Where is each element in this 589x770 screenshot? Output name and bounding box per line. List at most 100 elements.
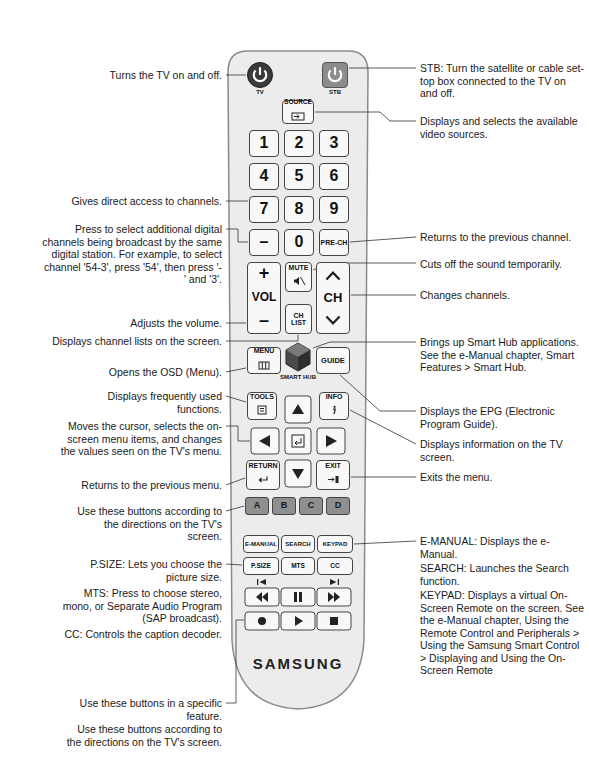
remote-button: TV <box>247 62 273 88</box>
button-icon <box>323 63 347 87</box>
button-label: – <box>260 234 269 251</box>
leader-lines <box>226 506 244 511</box>
leader-lines <box>349 68 416 69</box>
button-icon <box>326 316 339 323</box>
remote-button: 3 <box>319 130 349 157</box>
button-icon <box>260 411 264 412</box>
remote-button: P.SIZE <box>243 557 279 575</box>
button-icon <box>326 470 340 488</box>
callout-text: Use these buttons according to the direc… <box>72 505 222 543</box>
remote-button: E-MANUAL <box>243 535 279 553</box>
media-buttons <box>245 612 279 630</box>
callout-text: Cuts off the sound temporarily. <box>420 258 585 271</box>
leader-lines <box>350 410 416 444</box>
remote-button: CH LIST <box>285 304 312 334</box>
leader-lines <box>226 68 416 703</box>
remote-button: 9 <box>319 196 349 223</box>
button-icon <box>328 478 334 482</box>
callout-text: Moves the cursor, selects the on-screen … <box>57 420 222 458</box>
button-icon <box>259 67 261 75</box>
remote-button: CH <box>316 262 350 334</box>
leader-lines <box>226 323 246 324</box>
callout-text: STB: Turn the satellite or cable set-top… <box>420 62 585 100</box>
button-label: 5 <box>295 168 304 185</box>
button-icon <box>326 273 339 280</box>
media-buttons <box>317 588 351 606</box>
button-icon <box>255 405 269 415</box>
callout-text: MTS: Press to choose stereo, mono, or Se… <box>62 587 222 625</box>
remote-button: INFO <box>319 392 349 420</box>
button-icon <box>248 63 272 87</box>
callout-text: Displays information on the TV screen. <box>420 438 585 463</box>
dpad-arrows <box>326 435 337 447</box>
remote-button: 6 <box>319 163 349 190</box>
remote-button: A <box>245 497 269 515</box>
remote-button: 4 <box>249 163 279 190</box>
button-label: SEARCH <box>285 541 310 547</box>
leader-lines <box>351 477 416 478</box>
button-icon <box>327 405 341 415</box>
remote-button: D <box>326 497 350 515</box>
button-icon <box>259 362 269 369</box>
media-icons <box>328 592 340 602</box>
button-label: MTS <box>291 563 305 570</box>
callout-text: Adjusts the volume. <box>62 317 222 330</box>
button-label: STB <box>329 89 341 95</box>
button-label: SMART HUB <box>280 374 316 380</box>
button-icon <box>256 470 270 488</box>
remote-button: 8 <box>284 196 314 223</box>
leader-lines <box>226 229 248 242</box>
button-label: 2 <box>295 135 304 152</box>
remote-body: SAMSUNGTVSTBSOURCE123456789–0PRE-CH+VOL–… <box>228 50 368 710</box>
remote-button: MTS <box>281 557 315 575</box>
button-icon <box>260 477 268 483</box>
button-icon <box>327 401 341 419</box>
media-icons <box>330 617 338 625</box>
remote-button: SMART HUB <box>283 342 313 372</box>
callout-text: Displays the EPG (Electronic Program Gui… <box>420 405 585 430</box>
media-icons <box>294 592 297 602</box>
remote-button: RETURN <box>246 460 280 490</box>
button-label: SOURCE <box>284 99 312 106</box>
callout-text: E-MANUAL: Displays the e-Manual. <box>420 535 585 560</box>
leader-lines <box>226 201 248 202</box>
remote-button: STB <box>322 62 348 88</box>
leader-lines <box>226 396 246 402</box>
remote-button: PRE-CH <box>319 229 349 256</box>
remote-button: MUTE <box>285 262 312 292</box>
button-label: KEYPAD <box>323 541 348 547</box>
button-label: TOOLS <box>250 393 274 400</box>
button-icon <box>300 277 305 285</box>
leader-lines <box>354 541 416 544</box>
media-icons <box>295 616 303 626</box>
media-icons <box>299 592 302 602</box>
leader-lines <box>226 335 298 341</box>
leader-lines <box>351 295 416 296</box>
button-label: 1 <box>260 135 269 152</box>
remote-button: 7 <box>249 196 279 223</box>
dpad-arrows <box>292 404 304 414</box>
media-icons <box>257 579 266 585</box>
button-label: E-MANUAL <box>245 541 277 547</box>
callout-text: Returns to the previous channel. <box>420 231 585 244</box>
callout-text: CC: Controls the caption decoder. <box>62 628 222 641</box>
leader-lines <box>226 620 244 703</box>
callout-text: Press to select additional digital chann… <box>42 223 222 286</box>
button-label: P.SIZE <box>251 563 271 570</box>
callout-text: Use these buttons in a specific feature. <box>62 697 222 722</box>
button-icon <box>323 63 347 87</box>
button-icon <box>248 63 272 87</box>
callout-text: Displays and selects the available video… <box>420 115 585 140</box>
remote-button: EXIT <box>316 460 350 490</box>
callout-text: Displays channel lists on the screen. <box>2 335 222 348</box>
button-icon <box>283 342 313 372</box>
button-icon <box>294 277 299 285</box>
button-label: C <box>308 501 315 510</box>
button-icon <box>292 272 306 290</box>
button-label: MENU <box>254 347 275 354</box>
dpad-arrows <box>259 435 270 447</box>
button-icon <box>265 362 266 369</box>
button-icon <box>260 408 264 409</box>
brand-name: SAMSUNG <box>228 656 368 672</box>
